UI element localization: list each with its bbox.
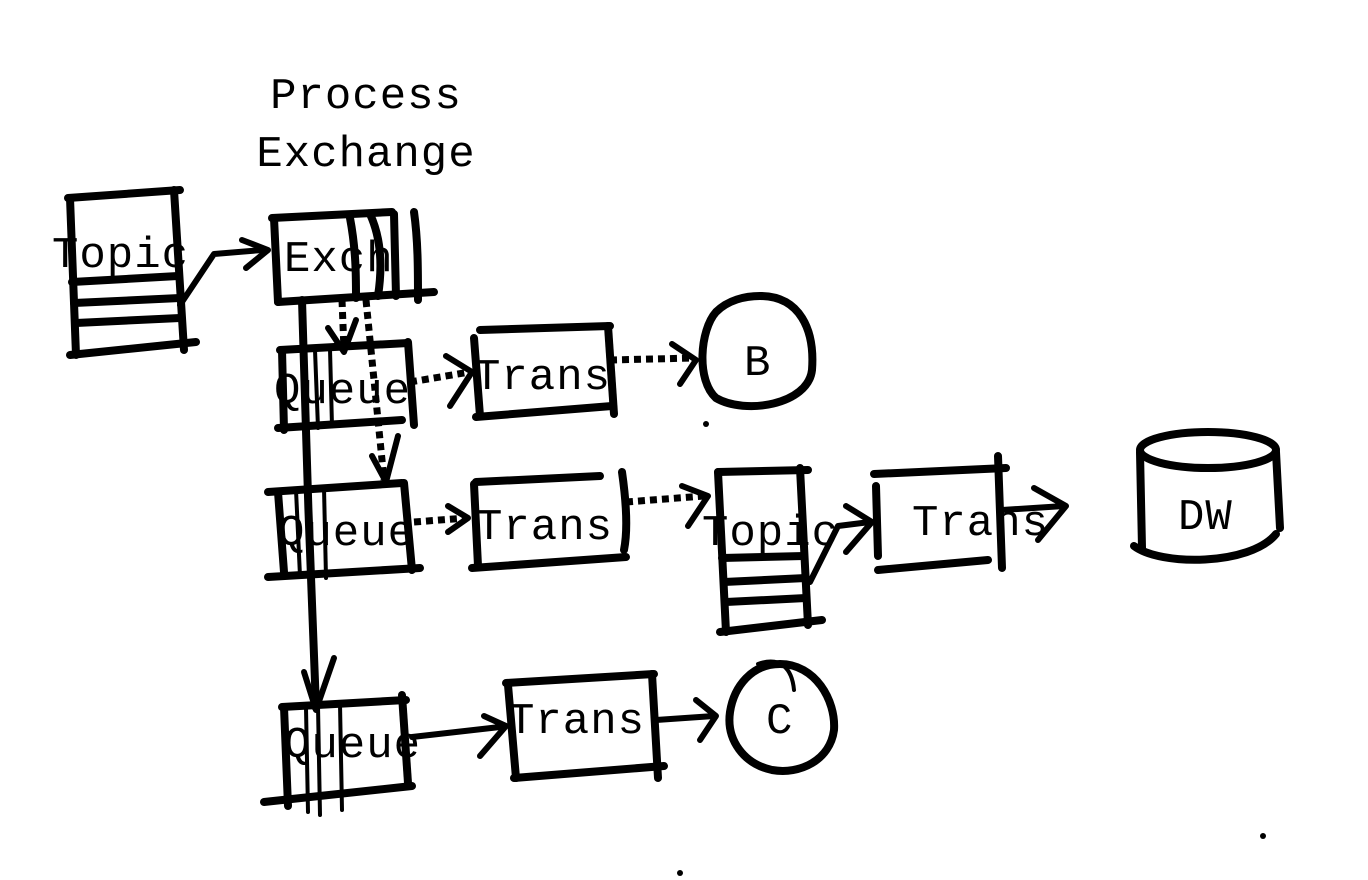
arrowhead-trans4-dw xyxy=(1031,485,1069,543)
trans-3-shape[interactable] xyxy=(502,670,668,782)
edge-exchange-queue1 xyxy=(338,299,348,351)
edge-queue2-trans2 xyxy=(413,514,467,526)
arrowhead-topic-trans4 xyxy=(843,503,875,555)
sink-c-label: C xyxy=(766,697,794,747)
dw-cylinder[interactable] xyxy=(1130,428,1284,564)
arrowhead-queue2-trans2 xyxy=(445,503,471,535)
topic-source-shape[interactable] xyxy=(64,186,200,359)
trans-3-label: Trans xyxy=(508,697,646,747)
title-line-2: Exchange xyxy=(256,130,476,180)
trans-2-label: Trans xyxy=(476,503,614,553)
arrowhead-exchange-queue1 xyxy=(325,317,359,355)
queue-2-label: Queue xyxy=(278,509,416,559)
edge-queue1-trans1 xyxy=(409,368,471,386)
title-line-1: Process xyxy=(270,72,462,122)
arrowhead-queue3-trans3 xyxy=(477,713,509,759)
trans-1-shape[interactable] xyxy=(470,322,618,421)
edge-trans1-b xyxy=(609,354,695,364)
edge-trans2-topic xyxy=(625,492,705,506)
arrowhead-trunk-queue3 xyxy=(301,655,337,713)
edge-trans4-dw xyxy=(999,503,1067,513)
exchange-shape[interactable] xyxy=(268,208,438,306)
arrowhead-queue1-trans1 xyxy=(443,353,475,409)
arrowhead-topic-exchange xyxy=(239,237,271,271)
arrowhead-trans3-c xyxy=(693,697,719,743)
trans-2-shape[interactable] xyxy=(468,468,631,572)
queue-3-label: Queue xyxy=(284,721,422,771)
edge-topic-trans4 xyxy=(807,519,873,585)
arrowhead-trans2-topic xyxy=(679,483,711,529)
edge-queue3-trans3 xyxy=(409,724,503,740)
diagram-title: Process Exchange xyxy=(236,68,496,184)
dw-label: DW xyxy=(1178,493,1233,543)
sink-c-circle[interactable] xyxy=(725,660,839,775)
topic-source-label: Topic xyxy=(52,231,190,281)
stray-dot xyxy=(677,870,683,876)
trans-4-label: Trans xyxy=(912,499,1050,549)
arrowhead-trans1-b xyxy=(669,341,699,387)
queue-1-label: Queue xyxy=(274,367,412,417)
sink-b-circle[interactable] xyxy=(698,292,817,411)
queue-3-shape[interactable] xyxy=(260,691,416,817)
topic-mid-label: Topic xyxy=(702,509,840,559)
edge-trans3-c xyxy=(653,713,717,723)
sink-b-label: B xyxy=(744,339,772,389)
sink-c-flourish xyxy=(756,659,796,692)
topic-mid-shape[interactable] xyxy=(714,464,826,636)
stray-dot xyxy=(1260,833,1266,839)
stray-dot xyxy=(703,421,709,427)
edge-exchange-queue2 xyxy=(362,299,388,481)
queue-2-shape[interactable] xyxy=(264,479,424,581)
arrowhead-exchange-queue2 xyxy=(369,433,401,485)
exchange-label: Exch xyxy=(284,235,394,285)
trans-1-label: Trans xyxy=(474,353,612,403)
edge-topic-exchange xyxy=(177,247,265,308)
